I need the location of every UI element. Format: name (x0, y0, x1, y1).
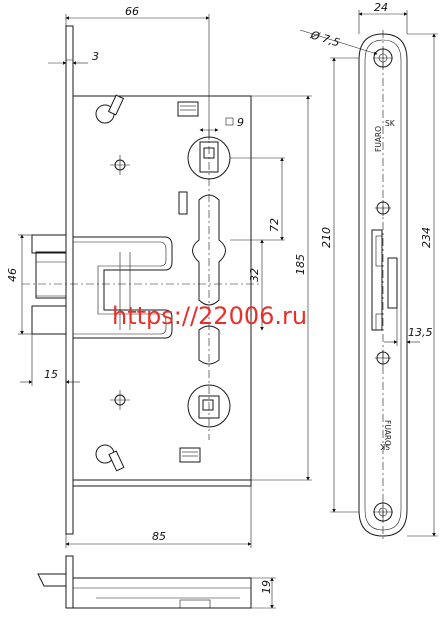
brand-label-bottom: FUARO (383, 420, 392, 446)
upper-cam (95, 94, 125, 124)
brand-small-bottom: SK (379, 442, 390, 451)
latch-bolt (31, 234, 67, 335)
lower-cam (95, 444, 125, 472)
lower-screw-icon (110, 390, 130, 410)
dim-15: 15 (44, 368, 58, 381)
faceplate-latch (371, 229, 383, 331)
dim-9: 9 (237, 116, 244, 129)
dim-3: 3 (92, 50, 99, 63)
bolt-tail (73, 236, 173, 339)
dim-32: 32 (248, 268, 261, 282)
dim-210: 210 (320, 227, 333, 248)
faceplate-edge (65, 25, 74, 535)
dim-24: 24 (374, 1, 388, 14)
dim-46: 46 (6, 268, 19, 282)
dim-234: 234 (420, 227, 433, 248)
faceplate-view: FUARO SK FUARO SK (358, 30, 408, 540)
faceplate-outline (358, 33, 408, 537)
upper-hatched-block (177, 101, 199, 117)
keyhole-slot (192, 194, 226, 306)
dim-diameter: Ø 7,5 (308, 28, 341, 49)
dim-13-5: 13,5 (408, 326, 433, 339)
brand-small-top: SK (385, 119, 396, 128)
brand-label-top: FUARO (374, 126, 383, 152)
front-view (22, 25, 262, 535)
front-dimensions: 66 3 9 72 32 185 46 15 (6, 5, 312, 548)
dim-19: 19 (260, 580, 273, 594)
faceplate-dimensions: 24 Ø 7,5 210 234 13,5 (299, 1, 438, 537)
dim-185: 185 (294, 254, 307, 275)
dim-66: 66 (125, 5, 139, 18)
dim-85: 85 (152, 530, 166, 543)
lock-body (72, 95, 252, 481)
upper-screw-icon (110, 155, 130, 175)
dim-72: 72 (268, 218, 281, 232)
lower-hatched-block (179, 447, 201, 463)
bottom-view: 19 (37, 555, 276, 609)
watermark-url: https://22006.ru (112, 302, 307, 330)
